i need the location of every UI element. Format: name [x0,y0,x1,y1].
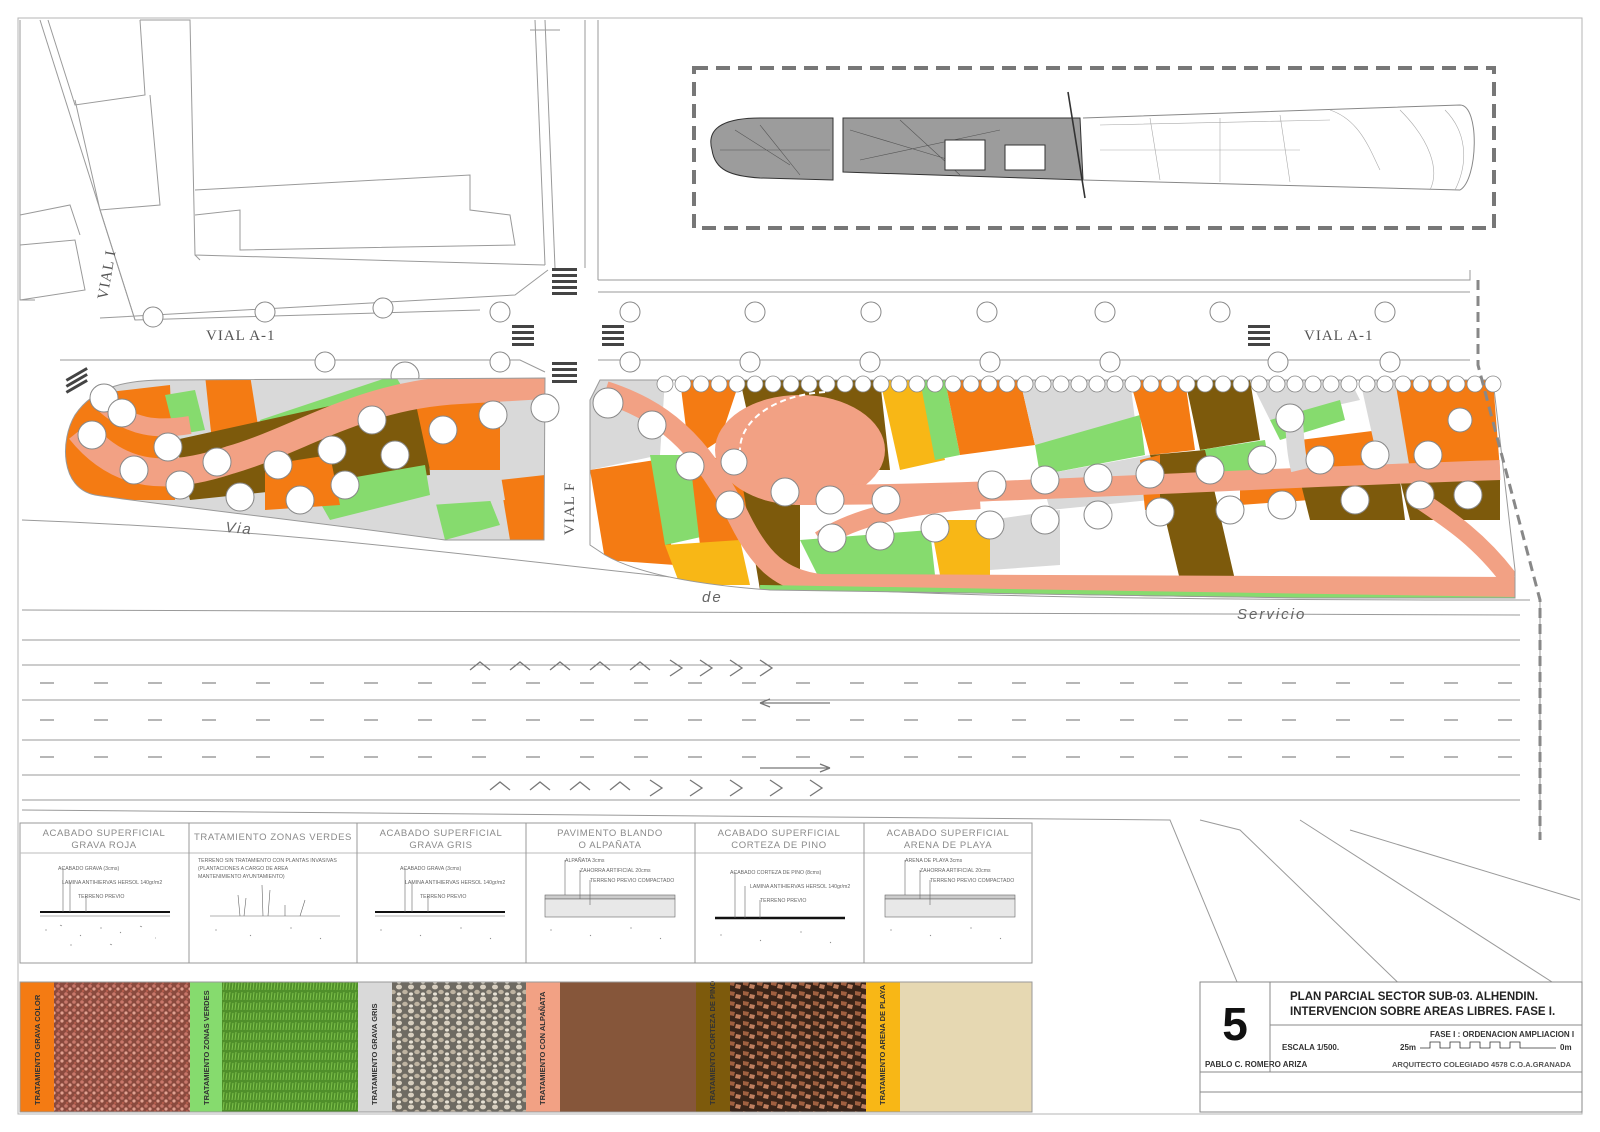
plan-phase: FASE I : ORDENACION AMPLIACION I [1430,1030,1574,1039]
legend-note-4b: ZAHORRA ARTIFICIAL 20cms [580,868,651,874]
legend-note-6b: ZAHORRA ARTIFICIAL 20cms [920,868,991,874]
legend-note-2c: MANTENIMIENTO AYUNTAMIENTO) [198,874,285,880]
legend-note-6c: TERRENO PREVIO COMPACTADO [930,878,1014,884]
legend-title-1b: GRAVA ROJA [71,840,136,851]
swatch-label-2: TRATAMIENTO ZONAS VERDES [202,990,211,1105]
legend-note-3a: ACABADO GRAVA (3cms) [400,866,461,872]
legend-title-3a: ACABADO SUPERFICIAL [380,828,503,839]
swatch-label-4: TRATAMIENTO CON ALPAÑATA [538,991,547,1105]
legend-note-4a: ALPAÑATA 3cms [565,857,605,864]
legend-note-5b: LAMINA ANTIHIERVAS HERSOL 140gr/m2 [750,884,850,890]
swatch-label-5: TRATAMIENTO CORTEZA DE PINO [708,981,717,1105]
scale-bar-left: 25m [1400,1043,1416,1052]
sheet-border [17,17,1583,1115]
section-drawings [40,860,1016,946]
legend-note-5c: TERRENO PREVIO [760,898,806,904]
sheet-number: 5 [1222,998,1248,1050]
legend-note-1a: ACABADO GRAVA (3cms) [58,866,119,872]
swatch-label-6: TRATAMIENTO ARENA DE PLAYA [878,984,887,1105]
label-via: Via [225,519,254,538]
swatch-label-1: TRATAMIENTO GRAVA COLOR [33,994,42,1105]
label-vial-a1-left: VIAL A-1 [206,328,276,344]
label-vial-f: VIAL F [562,482,578,535]
legend-title-1a: ACABADO SUPERFICIAL [43,828,166,839]
legend-title-5b: CORTEZA DE PINO [731,840,826,851]
crosswalks [65,268,1270,394]
legend-title-4a: PAVIMENTO BLANDO [557,828,663,839]
texture-swatches: TRATAMIENTO GRAVA COLOR TRATAMIENTO ZONA… [19,981,1033,1113]
east-parcel [589,280,1542,840]
plan-title-line1: PLAN PARCIAL SECTOR SUB-03. ALHENDIN. [1290,991,1538,1003]
legend-title-6b: ARENA DE PLAYA [904,840,992,851]
tree-row [656,375,1502,393]
plan-scale: ESCALA 1/500. [1282,1043,1339,1052]
park-trees [592,387,1483,553]
legend-note-1b: LAMINA ANTIHIERVAS HERSOL 140gr/m2 [62,880,162,886]
legend-title-6a: ACABADO SUPERFICIAL [887,828,1010,839]
label-vial-i: VIAL I [95,249,119,301]
swatch-label-3: TRATAMIENTO GRAVA GRIS [370,1003,379,1105]
scale-bar [1420,1041,1556,1049]
label-servicio: Servicio [1237,606,1306,623]
label-vial-a1-right: VIAL A-1 [1304,328,1374,344]
title-block: 5 PLAN PARCIAL SECTOR SUB-03. ALHENDIN. … [1199,981,1583,1113]
lane-markings [40,682,1520,758]
legend-note-1c: TERRENO PREVIO [78,894,124,900]
arrow-markings [469,659,831,797]
legend-note-4c: TERRENO PREVIO COMPACTADO [590,878,674,884]
legend-note-3b: LAMINA ANTIHIERVAS HERSOL 140gr/m2 [405,880,505,886]
architect-credential: ARQUITECTO COLEGIADO 4578 C.O.A.GRANADA [1392,1060,1572,1069]
west-parcel [65,377,560,541]
legend-note-3c: TERRENO PREVIO [420,894,466,900]
legend-note-2a: TERRENO SIN TRATAMIENTO CON PLANTAS INVA… [198,858,337,864]
plan-title-line2: INTERVENCION SOBRE AREAS LIBRES. FASE I. [1290,1006,1555,1018]
author-name: PABLO C. ROMERO ARIZA [1205,1060,1307,1069]
scale-bar-right: 0m [1560,1043,1572,1052]
legend-sections: ACABADO SUPERFICIAL GRAVA ROJA ACABADO G… [19,822,1033,964]
legend-title-5a: ACABADO SUPERFICIAL [718,828,841,839]
legend-note-2b: (PLANTACIONES A CARGO DE AREA [198,866,289,872]
legend-note-5a: ACABADO CORTEZA DE PINO (8cms) [730,870,822,876]
legend-title-2a: TRATAMIENTO ZONAS VERDES [194,832,352,843]
legend-note-6a: ARENA DE PLAYA 3cms [905,858,963,864]
location-key-map [692,66,1496,230]
legend-title-3b: GRAVA GRIS [409,840,472,851]
label-de: de [702,589,723,606]
legend-title-4b: O ALPAÑATA [578,840,641,851]
street-trees [142,297,1401,391]
